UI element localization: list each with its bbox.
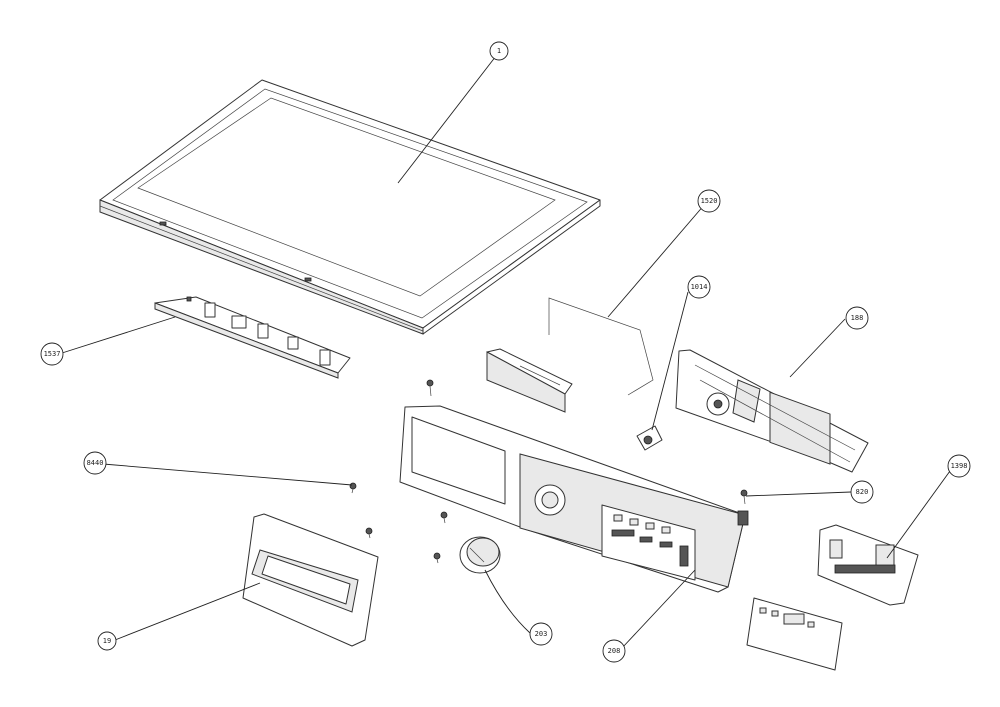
- control-board: [675, 349, 869, 473]
- screw-lower: [433, 552, 441, 564]
- callout-top-cover: 1: [489, 41, 509, 61]
- callout-label: 19: [103, 637, 111, 645]
- callout-detergent-drawer-handle: 19: [97, 631, 117, 651]
- control-board-encoder: [636, 425, 663, 451]
- callout-label: 203: [535, 630, 548, 638]
- callout-screw-left: 8440: [83, 451, 107, 475]
- leader-top-cover: [397, 55, 497, 184]
- leader-detergent-drawer-handle: [114, 582, 261, 641]
- drawer-support-bracket: [486, 348, 573, 413]
- callout-label: 1537: [44, 350, 61, 358]
- callout-wire-harness: 1520: [697, 189, 721, 213]
- callout-control-panel: 208: [602, 639, 626, 663]
- screw-mid: [365, 527, 373, 539]
- leader-screw-right: [745, 491, 852, 497]
- leader-selector-knob: [484, 569, 531, 634]
- control-panel-overlay: [746, 597, 843, 671]
- callout-key-board: 1398: [947, 454, 971, 478]
- leader-control-panel: [621, 569, 696, 649]
- top-cover: [99, 79, 601, 335]
- callout-label: 8440: [87, 459, 104, 467]
- wire-harness: [548, 297, 654, 396]
- callout-selector-knob: 203: [529, 622, 553, 646]
- callout-label: 820: [856, 488, 869, 496]
- screw-top: [426, 379, 434, 397]
- callout-control-board: 188: [845, 306, 869, 330]
- detergent-drawer-handle: [242, 513, 379, 647]
- screws: [349, 379, 748, 564]
- callout-label: 1520: [701, 197, 718, 205]
- callout-label: 208: [608, 647, 621, 655]
- screw-left: [349, 482, 357, 494]
- screw-center: [440, 511, 448, 524]
- leader-control-board-encoder: [651, 291, 689, 431]
- callout-control-board-encoder: 1014: [687, 275, 711, 299]
- selector-knob: [459, 536, 501, 574]
- leader-lines: [61, 55, 951, 649]
- leader-control-board: [789, 318, 846, 378]
- callout-screw-right: 820: [850, 480, 874, 504]
- key-board: [817, 524, 919, 606]
- screw-right: [740, 489, 748, 505]
- leader-wire-harness: [607, 203, 706, 318]
- leader-screw-left: [102, 463, 353, 486]
- control-panel: [399, 405, 749, 593]
- callout-label: 1398: [951, 462, 968, 470]
- callout-label: 1014: [691, 283, 708, 291]
- callout-label: 188: [851, 314, 864, 322]
- callout-door-hinge-bracket: 1537: [40, 342, 64, 366]
- callout-label: 1: [497, 47, 501, 55]
- door-hinge-bracket: [154, 296, 351, 379]
- leader-key-board: [886, 470, 951, 559]
- leader-door-hinge-bracket: [61, 316, 176, 354]
